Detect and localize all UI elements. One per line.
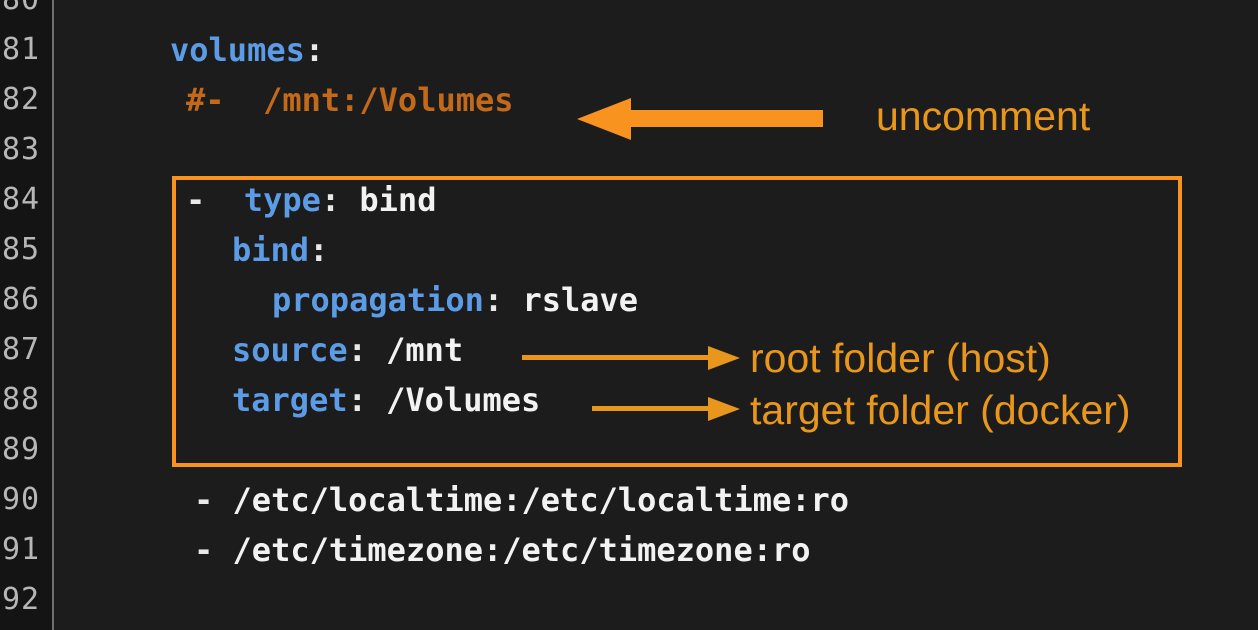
spacer2-84 — [340, 181, 359, 219]
code-line-84: - type: bind — [186, 175, 436, 225]
line-number-82: 82 — [2, 82, 41, 117]
list-dash-91: - — [194, 531, 214, 569]
yaml-value-mnt: /mnt — [386, 331, 464, 369]
line-number-gutter — [0, 0, 52, 630]
annotation-target-label: target folder (docker) — [750, 387, 1131, 433]
spacer-86 — [503, 281, 522, 319]
yaml-value-volumes-path: /Volumes — [386, 381, 541, 419]
yaml-value-rslave: rslave — [522, 281, 639, 319]
yaml-key-source: source — [232, 331, 348, 369]
code-line-90: - /etc/localtime:/etc/localtime:ro — [194, 475, 849, 525]
code-line-82-comment: #- /mnt:/Volumes — [186, 81, 514, 119]
line-number-83: 83 — [2, 132, 41, 167]
yaml-key-propagation: propagation — [272, 281, 484, 319]
list-dash-84: - — [186, 181, 206, 219]
target-annotation-arrow-icon — [592, 397, 740, 421]
spacer-91 — [213, 531, 232, 569]
code-line-91: - /etc/timezone:/etc/timezone:ro — [194, 525, 811, 575]
line-number-89: 89 — [2, 432, 41, 467]
colon-84: : — [320, 181, 341, 219]
colon-87: : — [347, 331, 367, 369]
line-number-86: 86 — [2, 282, 41, 317]
line-number-90: 90 — [2, 482, 41, 517]
list-dash-90: - — [194, 481, 214, 519]
yaml-value-bind: bind — [359, 181, 437, 219]
colon-88: : — [347, 381, 367, 419]
colon-86: : — [483, 281, 504, 319]
line-number-81: 81 — [2, 32, 41, 67]
yaml-key-type: type — [243, 181, 321, 219]
code-line-87: source: /mnt — [232, 325, 463, 375]
colon-85: : — [309, 231, 329, 269]
annotation-source-label: root folder (host) — [750, 335, 1051, 381]
yaml-value-timezone: /etc/timezone:/etc/timezone:ro — [232, 531, 811, 569]
spacer-88 — [367, 381, 386, 419]
spacer-90 — [213, 481, 232, 519]
yaml-value-localtime: /etc/localtime:/etc/localtime:ro — [232, 481, 850, 519]
annotation-uncomment-label: uncomment — [876, 93, 1091, 139]
code-content[interactable]: volumes: #- /mnt:/Volumes - type: bind b… — [54, 0, 1258, 630]
line-number-84: 84 — [2, 182, 41, 217]
yaml-key-target: target — [232, 381, 348, 419]
line-number-87: 87 — [2, 332, 41, 367]
spacer-87 — [367, 331, 386, 369]
code-line-81: volumes: — [170, 25, 324, 75]
colon-81: : — [304, 31, 325, 69]
spacer-84 — [205, 181, 244, 219]
code-line-86: propagation: rslave — [272, 275, 638, 325]
line-number-80: 80 — [0, 0, 46, 25]
line-number-91: 91 — [2, 532, 41, 567]
line-number-88: 88 — [2, 382, 41, 417]
uncomment-arrow-icon — [577, 98, 823, 140]
line-number-92: 92 — [2, 582, 41, 617]
line-number-85: 85 — [2, 232, 41, 267]
code-line-88: target: /Volumes — [232, 375, 540, 425]
code-line-85: bind: — [232, 225, 328, 275]
yaml-key-bind: bind — [232, 231, 310, 269]
gutter-divider — [52, 0, 54, 630]
yaml-key-volumes: volumes — [170, 31, 305, 69]
source-annotation-arrow-icon — [522, 346, 740, 370]
